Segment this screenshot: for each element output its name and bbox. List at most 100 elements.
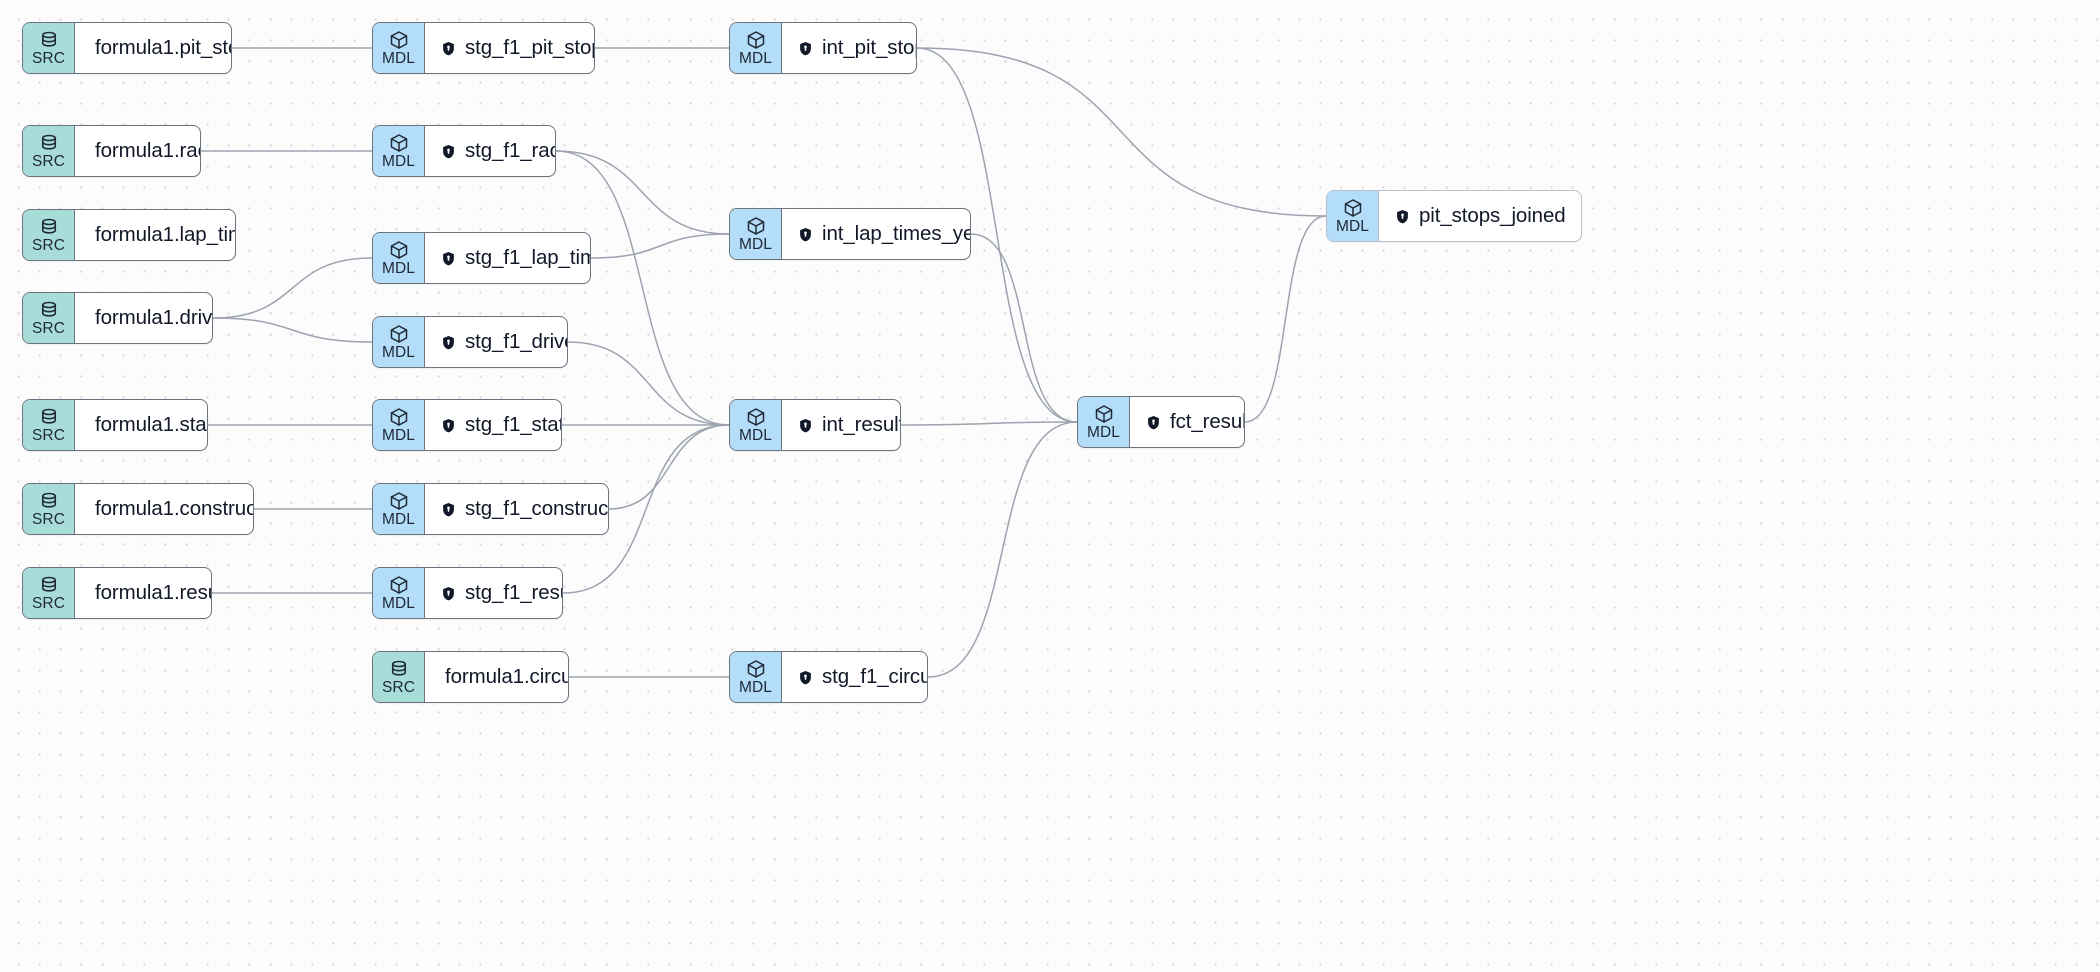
shield-icon [441,144,456,159]
badge-label: SRC [31,594,66,612]
badge-label: MDL [738,49,773,67]
badge-label: MDL [381,259,416,277]
database-icon [39,217,59,237]
badge-label: MDL [1086,423,1121,441]
node-label: int_lap_times_years [822,222,970,245]
cube-icon [1094,404,1114,424]
graph-node-int_pit_stops[interactable]: MDL int_pit_stops [729,22,917,74]
node-body: stg_f1_lap_times [425,233,590,283]
edge-src_drivers-to-stg_drivers [212,317,373,343]
cube-icon [389,491,409,511]
graph-node-src_races[interactable]: SRC formula1.races [22,125,201,177]
model-badge: MDL [730,209,782,259]
node-label: fct_results [1170,410,1244,433]
node-body: stg_f1_constructors [425,484,608,534]
edge-int_pit_stops-to-pit_stops_joined [916,47,1327,217]
node-body: stg_f1_status [425,400,561,450]
shield-icon [441,41,456,56]
graph-node-src_results[interactable]: SRC formula1.results [22,567,212,619]
graph-node-int_lap_times_yrs[interactable]: MDL int_lap_times_years [729,208,971,260]
model-badge: MDL [373,484,425,534]
node-label: formula1.constructors [95,497,253,520]
model-badge: MDL [373,400,425,450]
badge-label: SRC [31,426,66,444]
badge-label: SRC [31,236,66,254]
graph-node-src_constructors[interactable]: SRC formula1.constructors [22,483,254,535]
node-label: formula1.drivers [95,306,213,329]
edge-fct_results-to-pit_stops_joined [1244,215,1327,423]
node-label: formula1.pit_stops [95,36,231,59]
badge-label: MDL [381,49,416,67]
model-badge: MDL [1078,397,1130,447]
source-badge: SRC [23,400,75,450]
cube-icon [389,30,409,50]
database-icon [39,30,59,50]
node-body: pit_stops_joined [1379,191,1581,241]
source-badge: SRC [23,568,75,618]
badge-label: MDL [381,510,416,528]
node-label: formula1.races [95,139,200,162]
edge-int_results-to-fct_results [900,421,1078,426]
graph-node-fct_results[interactable]: MDL fct_results [1077,396,1245,448]
badge-label: SRC [31,510,66,528]
cube-icon [389,575,409,595]
node-body: int_lap_times_years [782,209,970,259]
node-body: formula1.results [75,568,211,618]
node-label: formula1.results [95,581,211,604]
cube-icon [746,407,766,427]
badge-label: SRC [31,152,66,170]
graph-node-src_drivers[interactable]: SRC formula1.drivers [22,292,213,344]
model-badge: MDL [730,23,782,73]
graph-node-src_circuits[interactable]: SRC formula1.circuits [372,651,569,703]
node-body: stg_f1_pit_stops [425,23,594,73]
node-label: formula1.circuits [445,665,568,688]
graph-node-stg_constructors[interactable]: MDL stg_f1_constructors [372,483,609,535]
badge-label: MDL [738,426,773,444]
graph-node-int_results[interactable]: MDL int_results [729,399,901,451]
edge-src_drivers-to-stg_lap_times [212,257,373,319]
badge-label: MDL [381,594,416,612]
shield-icon [441,502,456,517]
edge-stg_lap_times-to-int_lap_times_yrs [590,233,730,259]
graph-node-stg_lap_times[interactable]: MDL stg_f1_lap_times [372,232,591,284]
shield-icon [798,418,813,433]
model-badge: MDL [373,568,425,618]
node-label: stg_f1_status [465,413,561,436]
graph-node-stg_pit_stops[interactable]: MDL stg_f1_pit_stops [372,22,595,74]
graph-node-stg_status[interactable]: MDL stg_f1_status [372,399,562,451]
node-label: int_pit_stops [822,36,916,59]
source-badge: SRC [23,23,75,73]
model-badge: MDL [373,233,425,283]
node-body: formula1.races [75,126,200,176]
badge-label: SRC [381,678,416,696]
database-icon [39,300,59,320]
shield-icon [798,227,813,242]
cube-icon [1343,198,1363,218]
database-icon [39,575,59,595]
edge-stg_circuits-to-fct_results [927,421,1078,678]
node-label: int_results [822,413,900,436]
node-body: stg_f1_drivers [425,317,567,367]
cube-icon [746,30,766,50]
shield-icon [441,251,456,266]
node-body: formula1.pit_stops [75,23,231,73]
edge-stg_races-to-int_results [555,150,730,426]
node-label: stg_f1_drivers [465,330,567,353]
node-label: pit_stops_joined [1419,204,1566,227]
graph-node-src_pit_stops[interactable]: SRC formula1.pit_stops [22,22,232,74]
database-icon [39,491,59,511]
model-badge: MDL [373,126,425,176]
badge-label: SRC [31,319,66,337]
cube-icon [389,407,409,427]
shield-icon [441,418,456,433]
node-body: int_pit_stops [782,23,916,73]
